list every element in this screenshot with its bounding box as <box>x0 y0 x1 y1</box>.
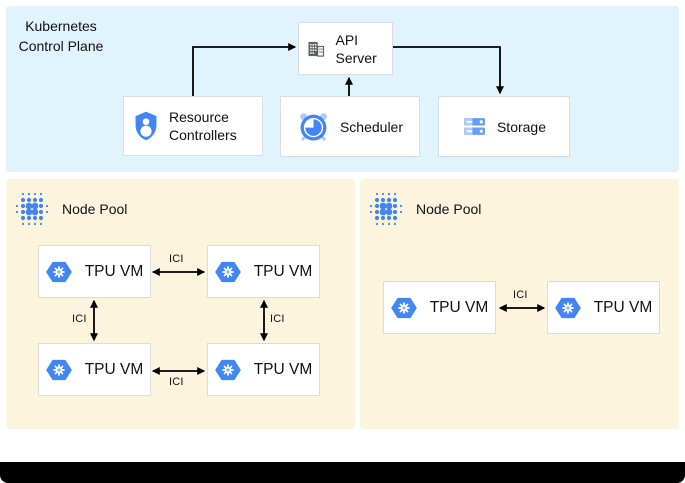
node-pool-label: Node Pool <box>416 201 482 217</box>
tpu-hexagon-icon <box>390 297 417 318</box>
tpu-vm-label: TPU VM <box>253 360 313 378</box>
tpu-vm-label: TPU VM <box>429 298 489 316</box>
tpu-hexagon-icon <box>214 359 241 380</box>
tpu-vm-label: TPU VM <box>593 298 653 316</box>
ici-link-label: ICI <box>513 289 528 301</box>
resource-controllers-label: Resource Controllers <box>169 109 237 143</box>
resource-controllers-node: Resource Controllers <box>123 96 263 156</box>
tpu-vm-box: TPU VM <box>207 343 320 396</box>
tpu-vm-label: TPU VM <box>84 262 144 280</box>
node-pool-header-left: Node Pool <box>14 191 127 227</box>
tpu-vm-label: TPU VM <box>253 262 313 280</box>
alarm-clock-icon <box>300 113 327 141</box>
storage-node: Storage <box>438 96 570 157</box>
dots-cluster-icon <box>369 192 403 226</box>
node-pool-label: Node Pool <box>62 201 128 217</box>
ici-link-label: ICI <box>72 313 87 325</box>
scheduler-label: Scheduler <box>339 118 404 135</box>
tpu-hexagon-icon <box>554 297 581 318</box>
tpu-vm-box: TPU VM <box>38 245 151 298</box>
shield-person-icon <box>135 111 157 141</box>
bottom-bar <box>0 462 685 483</box>
tpu-hexagon-icon <box>45 359 72 380</box>
tpu-hexagon-icon <box>45 261 72 282</box>
dots-cluster-icon <box>15 192 49 226</box>
ici-link-label: ICI <box>169 253 184 265</box>
tpu-vm-box: TPU VM <box>38 343 151 396</box>
api-server-label: API Server <box>335 31 377 66</box>
node-pool-header-right: Node Pool <box>368 191 481 227</box>
building-icon <box>308 41 324 57</box>
control-plane-title: Kubernetes Control Plane <box>18 18 104 54</box>
ici-link-label: ICI <box>270 313 285 325</box>
tpu-vm-box: TPU VM <box>547 281 660 334</box>
api-server-node: API Server <box>298 22 393 75</box>
tpu-vm-label: TPU VM <box>84 360 144 378</box>
tpu-vm-box: TPU VM <box>207 245 320 298</box>
tpu-vm-box: TPU VM <box>383 281 496 334</box>
tpu-hexagon-icon <box>214 261 241 282</box>
storage-stack-icon <box>464 118 485 135</box>
scheduler-node: Scheduler <box>280 96 420 157</box>
storage-label: Storage <box>496 118 547 135</box>
ici-link-label: ICI <box>169 376 184 388</box>
